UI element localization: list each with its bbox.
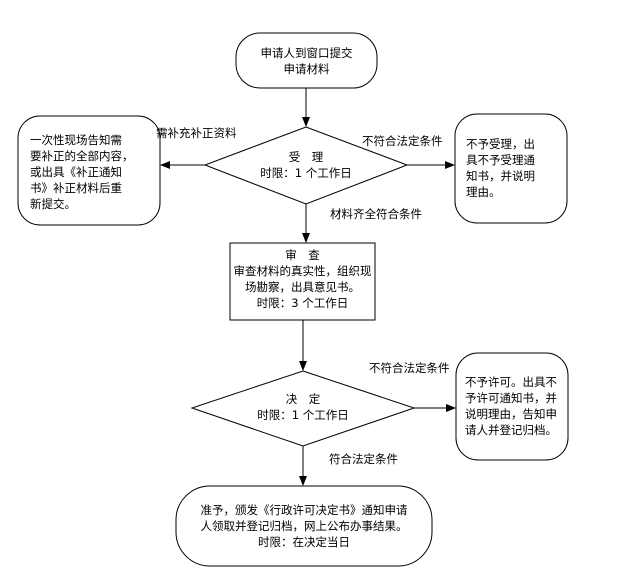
edge-label-legal: 符合法定条件 [329, 452, 398, 466]
edge-label-not-legal-1: 不符合法定条件 [362, 134, 443, 148]
reject2-node-shape [455, 352, 569, 461]
supplement-node-shape [17, 115, 161, 226]
approve-node-shape [175, 485, 433, 567]
reject1-node-shape [454, 113, 568, 224]
edge-label-not-legal-2: 不符合法定条件 [369, 361, 450, 375]
review-node-shape [229, 242, 376, 321]
reject1-node-text: 不予受理，出 具不予受理通 知书，并说明 理由。 [466, 137, 535, 199]
review-node-text: 审 查 审查材料的真实性，组织现 场勘察，出具意见书。 时限：3 个工作日 [233, 248, 372, 310]
start-node-text: 申请人到窗口提交 申请材料 [260, 46, 353, 76]
approve-node-text: 准予，颁发《行政许可决定书》通知申请 人领取并登记归档，网上公布办事结果。 时限… [200, 503, 408, 549]
edge-label-need-supplement: 需补充补正资料 [156, 126, 237, 140]
reject2-node-text: 不予许可。出具不 予许可通知书，并 说明理由，告知申 请人并登记归档。 [465, 375, 557, 437]
supplement-node-text: 一次性现场告知需 要补正的全部内容， 或出具《补正通知 书》补正材料后重 新提交… [30, 133, 134, 211]
edge-label-complete: 材料齐全符合条件 [330, 207, 422, 221]
accept-node-text: 受 理 时限：1 个工作日 [260, 150, 352, 180]
decide-node-text: 决 定 时限：1 个工作日 [257, 392, 349, 422]
